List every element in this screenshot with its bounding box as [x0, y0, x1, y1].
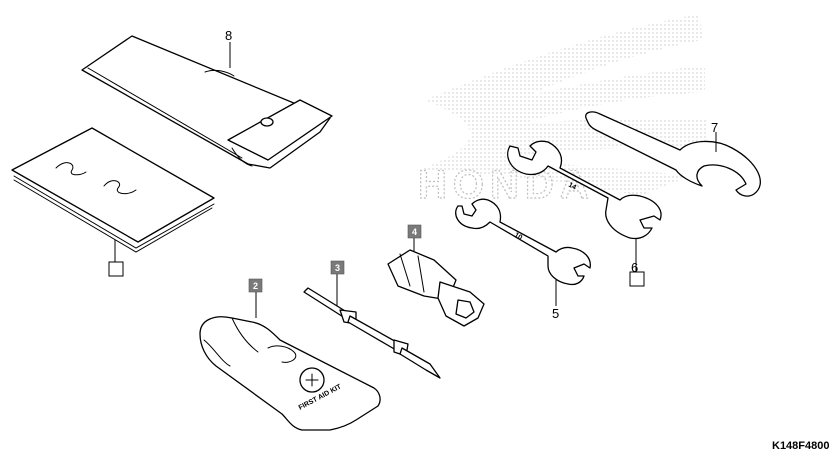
- owners-manual-drawing: [11, 127, 215, 253]
- wrench-14-mark: 14: [567, 182, 577, 192]
- figure-code: K148F4800: [772, 440, 830, 452]
- pin-spanner-drawing: [585, 111, 761, 197]
- callout-5: 5: [552, 306, 559, 321]
- wrench-10-mark: 10: [513, 232, 523, 242]
- wrench-14-drawing: 14: [507, 140, 662, 240]
- callout-8: 8: [225, 28, 232, 43]
- screwdriver-drawing: [303, 287, 441, 379]
- callout-7: 7: [711, 120, 718, 135]
- svg-text:4: 4: [412, 227, 417, 237]
- callout-tag-3: 3: [330, 260, 345, 275]
- spark-plug-wrench-drawing: [387, 249, 485, 327]
- callout-tag-2: 2: [248, 278, 263, 293]
- first-aid-kit-drawing: FIRST AID KIT: [199, 316, 381, 431]
- callout-tag-4: 4: [407, 224, 422, 239]
- reference-box-manual: [108, 261, 124, 277]
- reference-box-6: [629, 271, 645, 287]
- svg-text:2: 2: [253, 281, 258, 291]
- wrench-10-drawing: 10: [455, 198, 591, 286]
- svg-text:3: 3: [335, 263, 340, 273]
- callout-6: 6: [631, 260, 638, 275]
- tool-bag-drawing: [81, 35, 333, 169]
- honda-wing-watermark: HONDA: [417, 14, 706, 208]
